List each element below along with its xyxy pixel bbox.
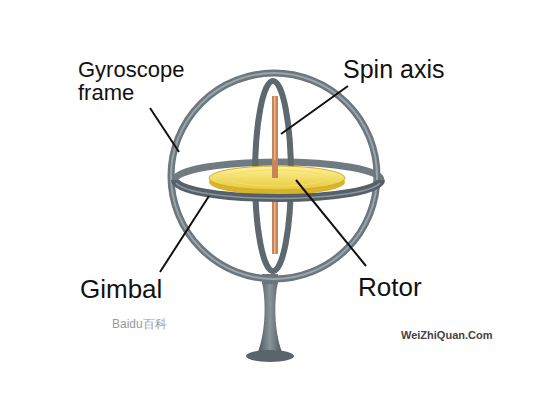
leader-line (150, 108, 179, 152)
stand-base (246, 350, 294, 362)
part-label: Rotor (358, 274, 422, 301)
spin-axis-rod-top (272, 160, 278, 178)
stand-stem (258, 282, 282, 352)
leader-line (281, 86, 348, 134)
part-label: Gyroscope frame (78, 58, 218, 104)
gimbal-highlight (176, 183, 380, 198)
gyroscope-frame (171, 73, 377, 279)
watermark: WeiZhiQuan.Com (401, 330, 492, 342)
leader-line (296, 180, 366, 266)
watermark: Baidu百科 (112, 318, 167, 331)
part-label: Spin axis (343, 56, 444, 82)
spin-axis-rod (272, 96, 278, 254)
part-label: Gimbal (80, 276, 162, 303)
leader-line (160, 196, 209, 272)
frame-highlight (171, 73, 377, 279)
gimbal-front (175, 180, 381, 198)
